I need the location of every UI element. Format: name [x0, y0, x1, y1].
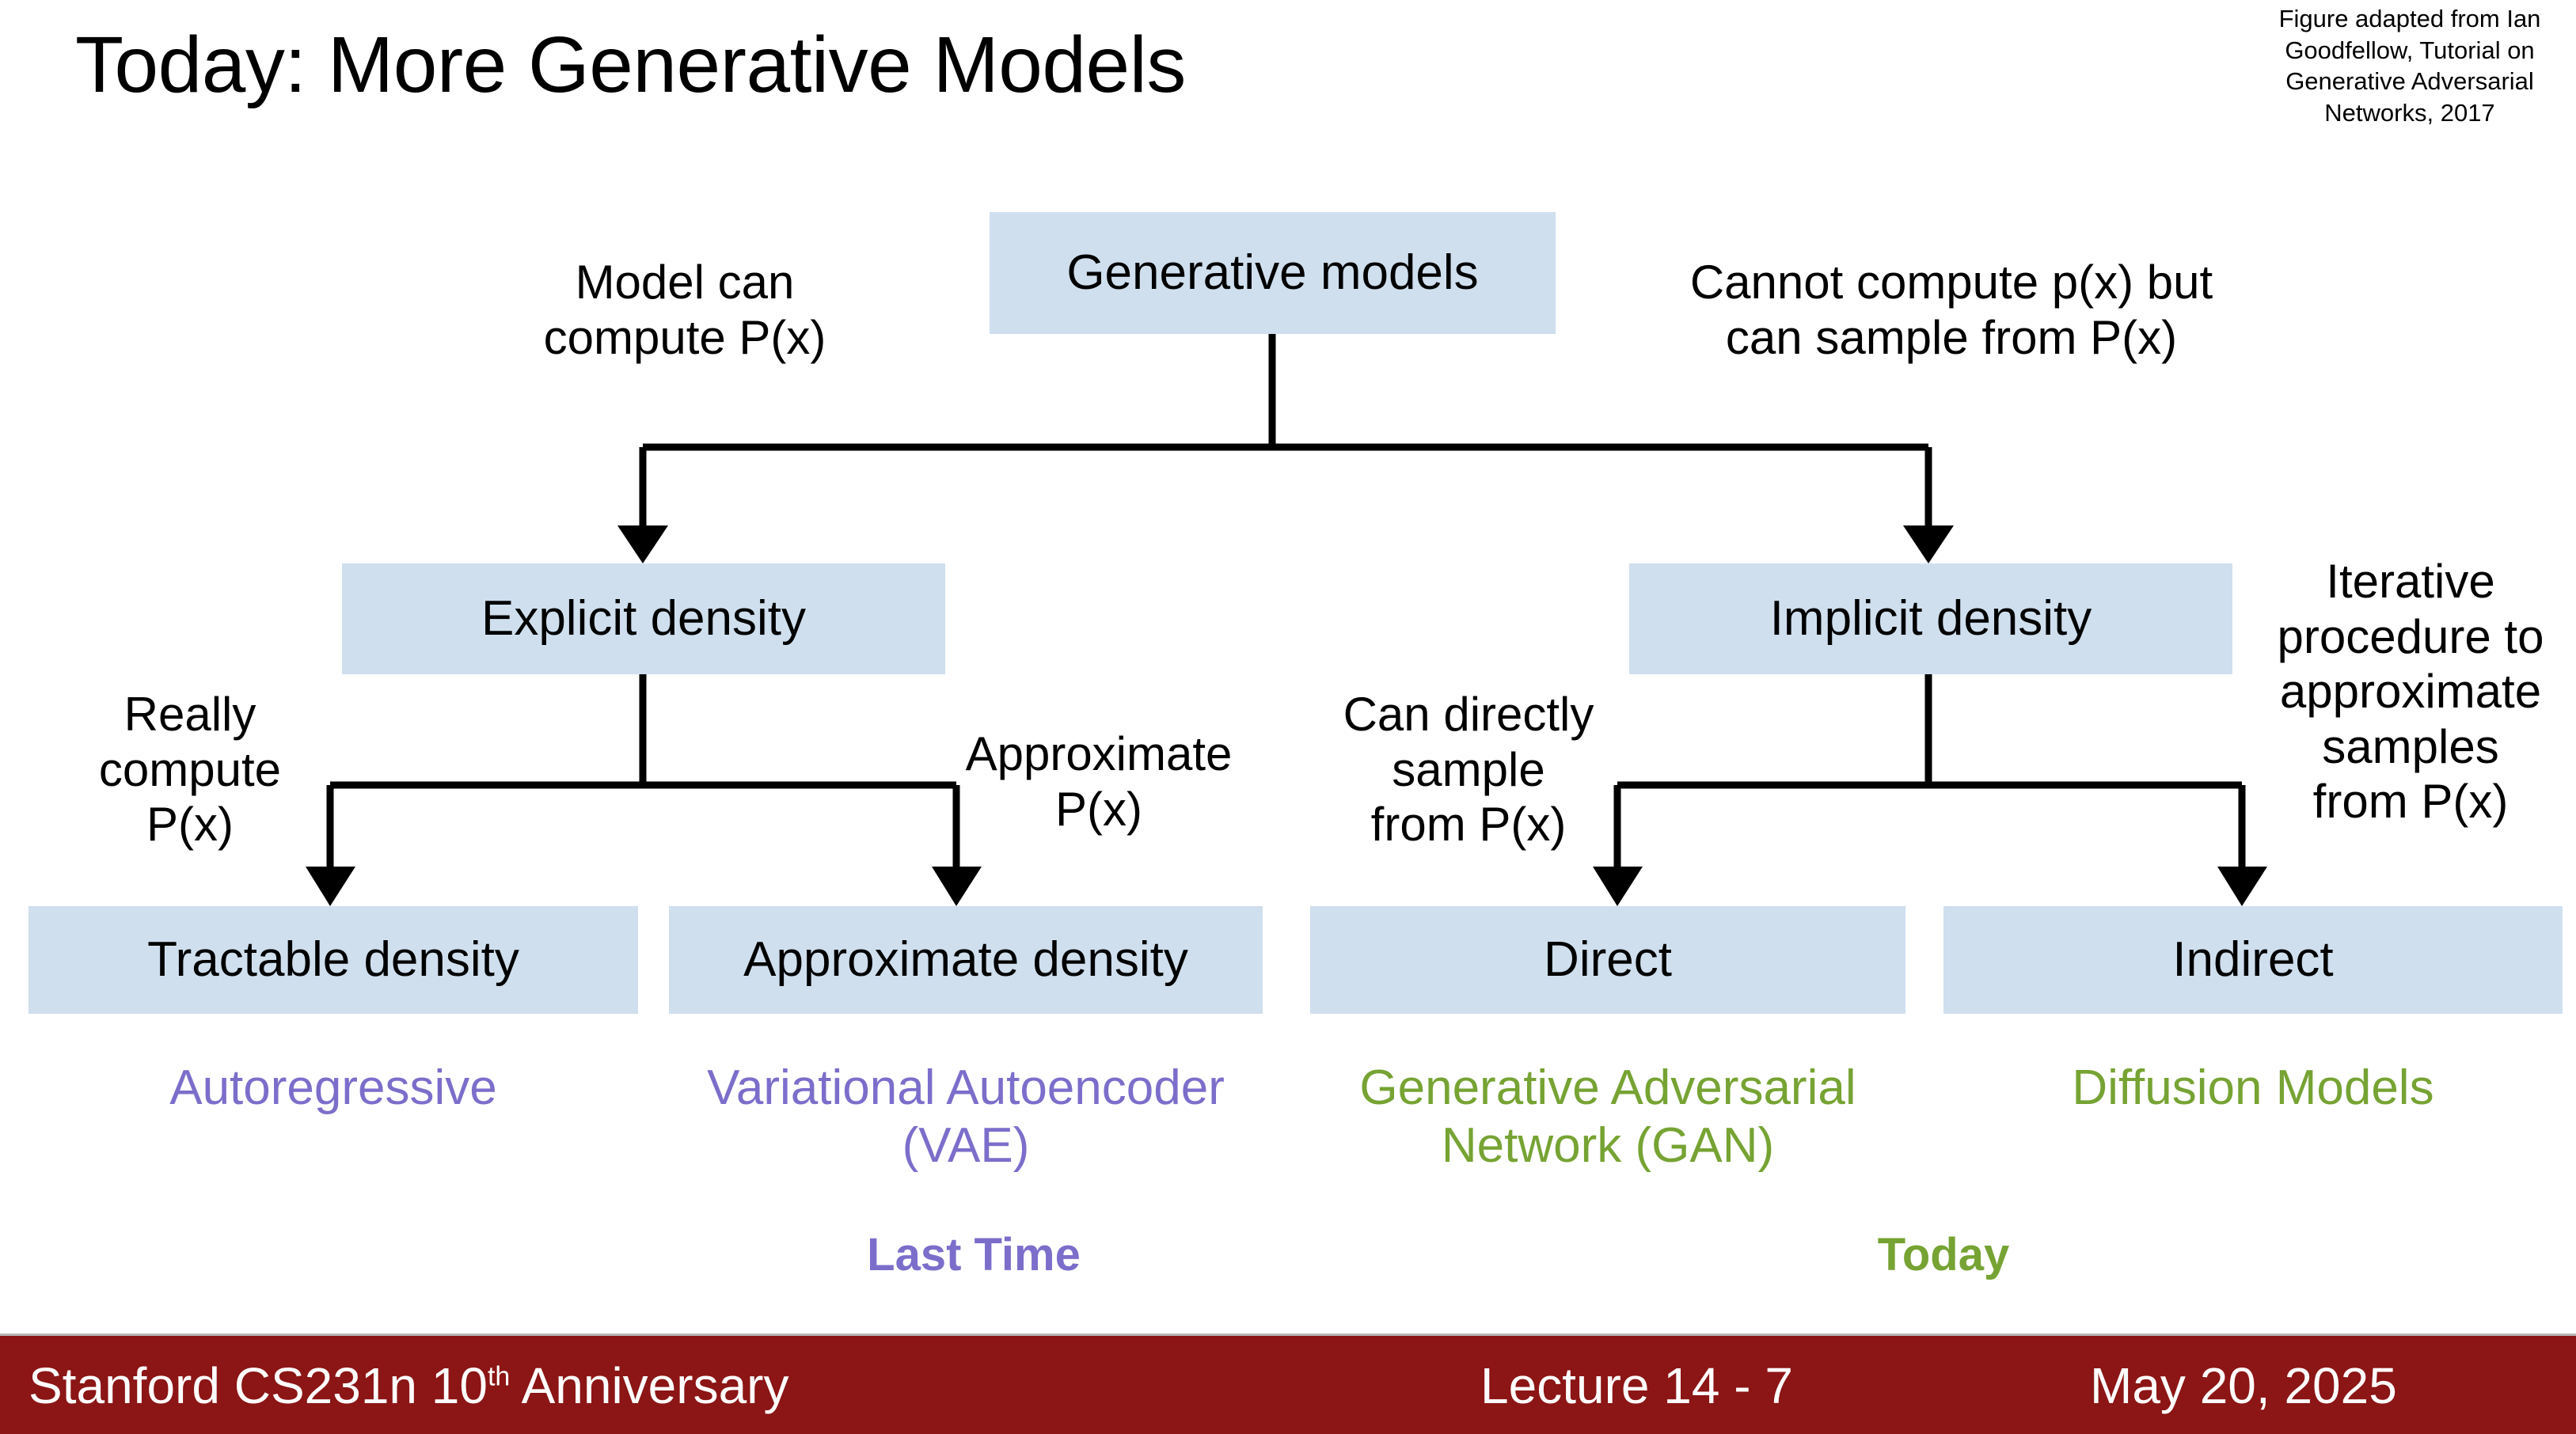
node-direct[interactable]: Direct [1310, 906, 1905, 1014]
footer-bar: Stanford CS231n 10th Anniversary Lecture… [0, 1333, 2576, 1434]
generative-models-taxonomy-diagram: Generative models Model can compute P(x)… [28, 212, 2563, 1280]
leaf-diffusion-models: Diffusion Models [2072, 1060, 2434, 1115]
node-indirect[interactable]: Indirect [1943, 906, 2563, 1014]
leaf-variational-autoencoder: Variational Autoencoder (VAE) [707, 1060, 1225, 1174]
node-implicit-density[interactable]: Implicit density [1629, 563, 2232, 674]
edge-label-iterative-procedure: Iterative procedure to approximate sampl… [2277, 555, 2544, 829]
arrowhead-tractable [306, 867, 355, 906]
figure-attribution: Figure adapted from Ian Goodfellow, Tuto… [2278, 5, 2541, 127]
arrowhead-indirect [2217, 867, 2267, 906]
node-tractable-density[interactable]: Tractable density [28, 906, 638, 1014]
leaf-gan: Generative Adversarial Network (GAN) [1359, 1060, 1856, 1174]
arrowhead-implicit [1903, 525, 1954, 563]
arrowhead-approximate [932, 867, 982, 906]
footer-lecture-label: Lecture 14 - 7 [1480, 1357, 1793, 1414]
edge-label-can-directly-sample: Can directly sample from P(x) [1343, 688, 1594, 852]
footer-course-name: Stanford CS231n 10 [28, 1357, 488, 1414]
node-explicit-density[interactable]: Explicit density [342, 563, 945, 674]
edge-label-really-compute: Really compute P(x) [98, 688, 282, 852]
arrowhead-explicit [617, 525, 668, 563]
arrowhead-direct [1593, 867, 1643, 906]
tag-last-time: Last Time [867, 1229, 1081, 1280]
footer-date-label: May 20, 2025 [2090, 1357, 2397, 1414]
connector-lines [306, 334, 2267, 906]
footer-course-suffix: Anniversary [510, 1357, 789, 1414]
page-title: Today: More Generative Models [75, 21, 1186, 109]
tag-today: Today [1877, 1229, 2010, 1280]
footer-course-label: Stanford CS231n 10th Anniversary [28, 1336, 788, 1434]
footer-course-ordinal: th [487, 1361, 511, 1392]
node-approximate-density[interactable]: Approximate density [669, 906, 1263, 1014]
leaf-autoregressive: Autoregressive [169, 1060, 497, 1115]
edge-label-model-can-compute: Model can compute P(x) [543, 256, 826, 364]
edge-label-approximate-px: Approximate P(x) [965, 727, 1233, 836]
edge-label-cannot-compute: Cannot compute p(x) but can sample from … [1689, 256, 2213, 364]
node-generative-models[interactable]: Generative models [990, 212, 1556, 334]
